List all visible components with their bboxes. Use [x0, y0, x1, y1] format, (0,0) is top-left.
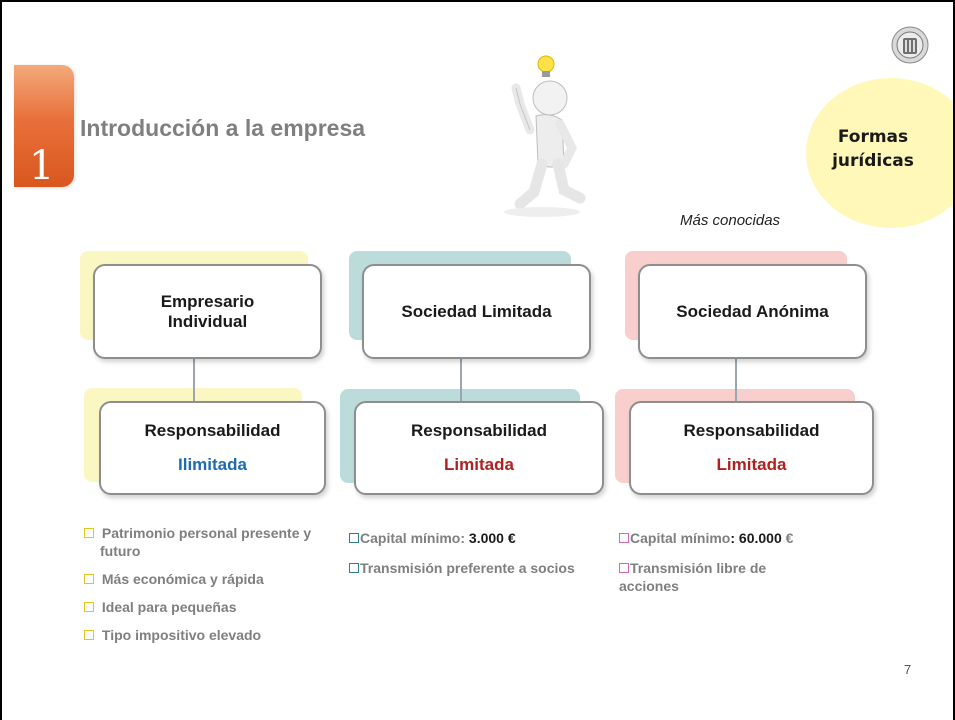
checkbox-square-icon: [349, 563, 359, 573]
col2-responsibility-label: Responsabilidad: [410, 421, 548, 440]
checkbox-square-icon: [84, 602, 94, 612]
section-number: 1: [29, 143, 55, 187]
checkbox-square-icon: [84, 630, 94, 640]
list-item: Ideal para pequeñas: [84, 598, 334, 616]
col1-responsibility-box: Responsabilidad Ilimitada: [99, 401, 326, 495]
list-item: Tipo impositivo elevado: [84, 626, 334, 644]
col3-responsibility-value: Limitada: [716, 455, 787, 474]
sociedad-anonima-box: Sociedad Anónima: [638, 264, 867, 359]
col2-bullet-list: Capital mínimo: 3.000 € Transmisión pref…: [349, 529, 589, 587]
list-item: Patrimonio personal presente y futuro: [84, 524, 334, 560]
thinking-figure-illustration: [504, 55, 586, 217]
col3-responsibility-label: Responsabilidad: [683, 421, 820, 440]
university-seal-icon: [891, 26, 929, 64]
checkbox-square-icon: [619, 563, 629, 573]
col2-connector: [460, 359, 462, 403]
col3-responsibility-box: Responsabilidad Limitada: [629, 401, 874, 495]
sociedad-anonima-title: Sociedad Anónima: [676, 301, 829, 321]
checkbox-square-icon: [619, 533, 629, 543]
col1-responsibility-value: Ilimitada: [178, 455, 247, 474]
col1-responsibility-label: Responsabilidad: [144, 421, 281, 440]
page-number: 7: [904, 662, 912, 677]
list-item: Más económica y rápida: [84, 570, 334, 588]
col2-responsibility-box: Responsabilidad Limitada: [354, 401, 604, 495]
checkbox-square-icon: [84, 574, 94, 584]
sociedad-limitada-box: Sociedad Limitada: [362, 264, 591, 359]
empresario-individual-title: Empresario Individual: [160, 291, 255, 331]
list-item: Capital mínimo: 3.000 €: [349, 529, 589, 547]
forms-label: Formas jurídicas: [832, 127, 914, 171]
col3-connector: [735, 359, 737, 403]
empresario-individual-box: Empresario Individual: [93, 264, 322, 359]
list-item: Capital mínimo: 60.000 €: [619, 529, 859, 547]
col1-connector: [193, 359, 195, 403]
col2-responsibility-value: Limitada: [444, 455, 514, 474]
sociedad-limitada-title: Sociedad Limitada: [401, 301, 552, 321]
section-badge: 1: [14, 65, 74, 187]
subtitle: Más conocidas: [680, 212, 781, 229]
list-item: Transmisión libre de acciones: [619, 560, 767, 594]
checkbox-square-icon: [84, 528, 94, 538]
forms-circle: [806, 78, 953, 228]
list-item: Transmisión preferente a socios: [349, 559, 589, 577]
checkbox-square-icon: [349, 533, 359, 543]
page-title: Introducción a la empresa: [80, 115, 366, 141]
col3-bullet-list: Capital mínimo: 60.000 € Transmisión lib…: [619, 529, 859, 605]
col1-bullet-list: Patrimonio personal presente y futuro Má…: [84, 524, 334, 654]
